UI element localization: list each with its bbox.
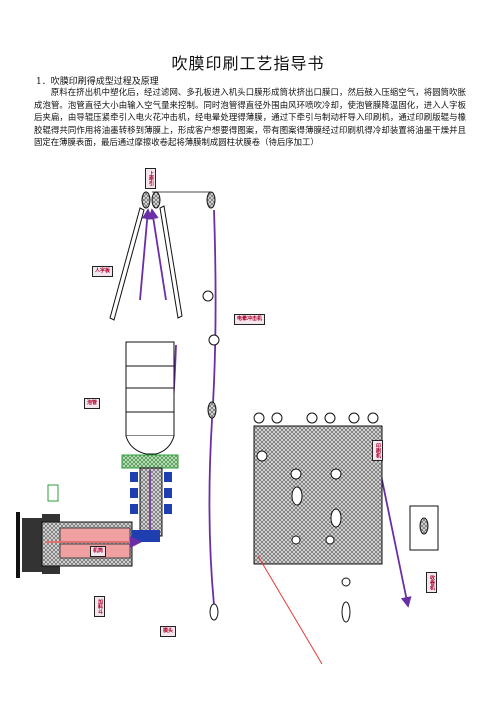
label-upper-traction: 上牵引	[145, 168, 156, 189]
label-herringbone-board: 人字板	[92, 266, 114, 277]
section-heading: 1．吹膜印刷得成型过程及原理	[36, 77, 159, 87]
label-corona-treater: 电晕冲击机	[234, 314, 266, 325]
label-printing-machine: 印刷机	[372, 440, 383, 461]
nip-roller-icon	[207, 401, 217, 419]
label-wind-up: 收卷机	[426, 572, 437, 593]
guide-roller-icon	[202, 290, 214, 302]
page-title: 吹膜印刷工艺指导书	[171, 54, 325, 73]
wind-up-rolls	[341, 505, 439, 623]
bubble-tube	[125, 341, 175, 455]
upper-traction-rollers	[141, 191, 216, 209]
extruder-barrel	[16, 484, 160, 578]
label-bubble-tube: 泡管	[84, 398, 101, 409]
printing-machine	[253, 412, 383, 565]
corona-roller-icon	[208, 334, 220, 346]
label-hopper: 加料斗	[94, 596, 105, 617]
label-extruder: 机筒	[90, 546, 107, 557]
cooling-ring	[121, 454, 179, 469]
bottom-roller-icon	[209, 603, 219, 621]
body-paragraph: 原料在挤出机中塑化后，经过滤网、多孔板进入机头口膜形成筒状挤出口膜口，然后鼓入压…	[34, 87, 466, 148]
cut-line	[257, 555, 323, 665]
die-head	[130, 467, 172, 537]
label-die-head: 模头	[160, 626, 177, 637]
